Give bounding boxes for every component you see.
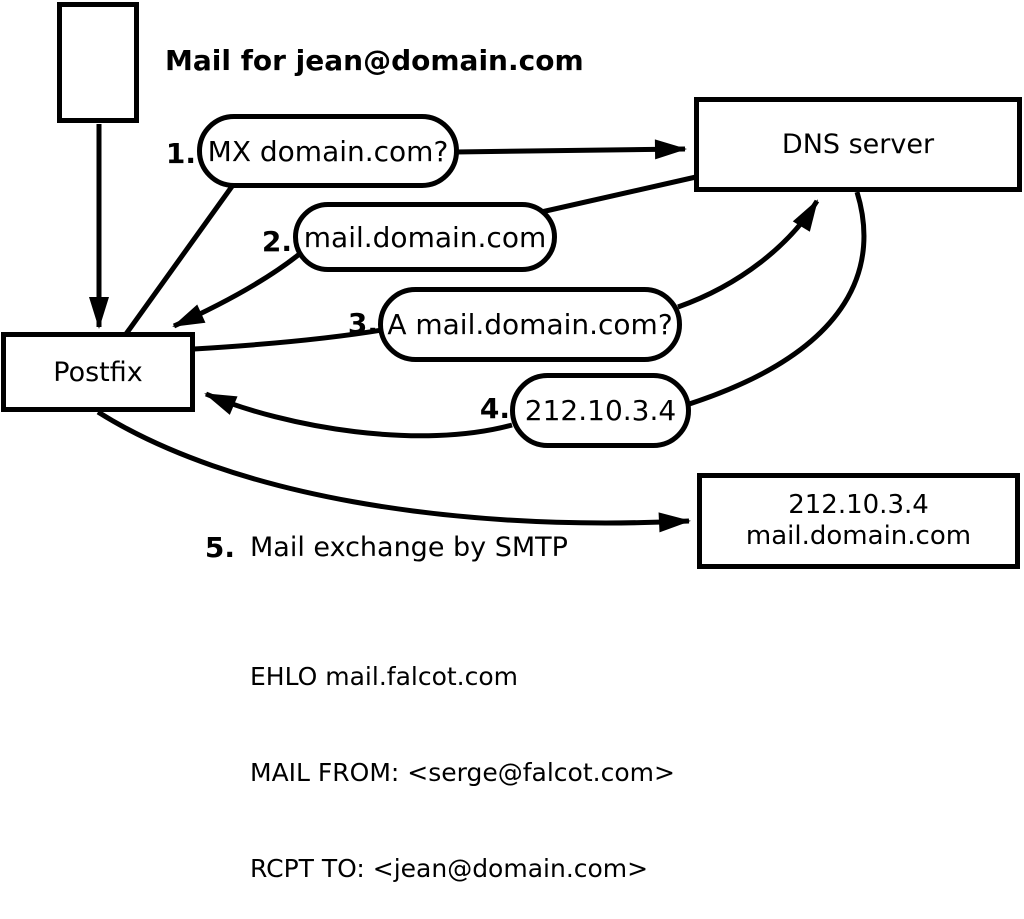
step-5-label: Mail exchange by SMTP — [250, 532, 568, 563]
arrow-step2-to-postfix — [172, 250, 304, 329]
step-4-label: 212.10.3.4 — [524, 394, 677, 427]
smtp-line: MAIL FROM: <serge@falcot.com> — [250, 758, 675, 787]
dns-server-label: DNS server — [781, 129, 935, 160]
mail-server-hostname: mail.domain.com — [745, 521, 972, 551]
mail-for-label: Mail for jean@domain.com — [165, 44, 584, 77]
line-step1-to-postfix — [123, 176, 241, 336]
line-dns-to-step2 — [527, 174, 697, 218]
smtp-line: RCPT TO: <jean@domain.com> — [250, 854, 649, 883]
postfix-node: Postfix — [1, 332, 195, 412]
step-2-label: mail.domain.com — [303, 220, 547, 254]
step-1-bubble: MX domain.com? — [197, 114, 459, 188]
smtp-transcript: EHLO mail.falcot.com MAIL FROM: <serge@f… — [250, 597, 675, 919]
arrow-step1-to-dns — [454, 139, 687, 160]
smtp-line: EHLO mail.falcot.com — [250, 662, 519, 691]
line-dns-to-step4 — [682, 191, 867, 409]
line-postfix-to-step3 — [193, 326, 389, 352]
step-1-number: 1. — [165, 137, 196, 170]
step-4-number: 4. — [479, 392, 510, 425]
dns-server-node: DNS server — [694, 97, 1022, 192]
postfix-label: Postfix — [53, 356, 143, 388]
step-2-number: 2. — [261, 225, 292, 258]
mail-server-node: 212.10.3.4 mail.domain.com — [697, 473, 1020, 569]
step-3-bubble: A mail.domain.com? — [378, 287, 682, 362]
step-2-bubble: mail.domain.com — [293, 202, 557, 272]
arrow-postfix-to-mailserver — [96, 409, 691, 533]
step-4-bubble: 212.10.3.4 — [510, 373, 691, 448]
step-5-number: 5. — [204, 531, 235, 564]
arrow-step3-to-dns — [677, 199, 820, 310]
step-3-label: A mail.domain.com? — [387, 308, 673, 341]
arrow-step4-to-postfix — [204, 391, 513, 439]
mail-server-ip: 212.10.3.4 — [788, 490, 929, 520]
step-1-label: MX domain.com? — [207, 134, 449, 168]
mail-message-box — [57, 2, 139, 123]
step-3-number: 3. — [347, 307, 378, 340]
